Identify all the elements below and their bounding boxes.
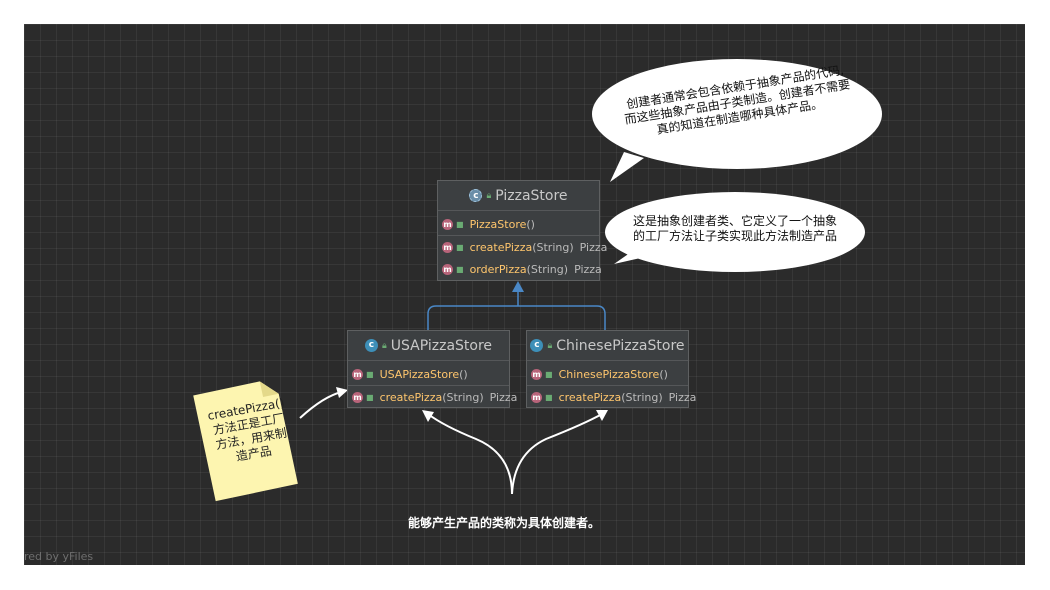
method-name: PizzaStore bbox=[469, 217, 527, 231]
connector-layer bbox=[193, 59, 882, 502]
member-row[interactable]: m ■ createPizza(String) Pizza bbox=[348, 386, 517, 408]
method-params: () bbox=[526, 217, 535, 231]
caption-arrowhead-right bbox=[596, 410, 608, 421]
public-visibility-icon: ■ bbox=[366, 369, 374, 379]
right-speech-bubble bbox=[605, 192, 865, 272]
method-name: orderPizza bbox=[469, 262, 527, 276]
caption-arrowhead-left bbox=[422, 410, 434, 422]
inheritance-edge-usa bbox=[427, 305, 518, 330]
method-params: (String) bbox=[621, 390, 663, 404]
method-icon: m bbox=[352, 391, 363, 403]
method-params: (String) bbox=[442, 390, 484, 404]
public-visibility-icon: ■ bbox=[545, 369, 553, 379]
public-visibility-icon: ■ bbox=[456, 219, 464, 229]
member-row[interactable]: m ■ orderPizza(String) Pizza bbox=[438, 258, 602, 280]
right-bubble-line: 的工厂方法让子类实现此方法制造产品 bbox=[632, 229, 837, 243]
class-pizzastore[interactable]: c 🔒︎ PizzaStore m ■ PizzaStore() m ■ cre… bbox=[437, 180, 607, 281]
class-pizzastore-header: c 🔒︎ PizzaStore bbox=[438, 181, 599, 211]
method-return-type: Pizza bbox=[668, 390, 697, 404]
method-icon: m bbox=[352, 368, 363, 380]
class-name: USAPizzaStore bbox=[390, 337, 493, 354]
method-icon: m bbox=[442, 218, 453, 230]
public-visibility-icon: ■ bbox=[366, 392, 374, 402]
method-return-type: Pizza bbox=[579, 240, 608, 254]
sticky-note bbox=[193, 381, 298, 502]
note-arrowhead bbox=[336, 387, 348, 398]
class-chinesepizzastore-header: c 🔒︎ ChinesePizzaStore bbox=[527, 331, 688, 361]
method-icon: m bbox=[442, 263, 453, 275]
member-row[interactable]: m ■ ChinesePizzaStore() bbox=[527, 363, 688, 386]
caption-arrow-right bbox=[511, 413, 603, 495]
class-icon: c bbox=[530, 339, 544, 352]
caption-arrow-left bbox=[427, 413, 513, 495]
method-params: (String) bbox=[526, 262, 569, 276]
inheritance-arrowhead bbox=[512, 281, 524, 292]
method-params: (String) bbox=[532, 240, 574, 254]
method-icon: m bbox=[531, 391, 542, 403]
class-icon: c bbox=[364, 339, 378, 352]
method-name: createPizza bbox=[558, 390, 622, 404]
method-params: () bbox=[459, 367, 468, 381]
method-params: () bbox=[659, 367, 668, 381]
visibility-icon: 🔒︎ bbox=[381, 340, 387, 351]
right-bubble-line: 这是抽象创建者类、它定义了一个抽象 bbox=[632, 214, 837, 228]
public-visibility-icon: ■ bbox=[456, 242, 464, 252]
method-return-type: Pizza bbox=[574, 262, 602, 276]
note-arrow bbox=[299, 391, 343, 419]
caption-text: 能够产生产品的类称为具体创建者。 bbox=[408, 516, 601, 530]
class-name: PizzaStore bbox=[495, 187, 568, 204]
public-visibility-icon: ■ bbox=[545, 392, 553, 402]
method-name: createPizza bbox=[379, 390, 443, 404]
method-name: createPizza bbox=[469, 240, 533, 254]
method-return-type: Pizza bbox=[489, 390, 518, 404]
abstract-class-icon: c bbox=[469, 189, 483, 202]
class-usapizzastore[interactable]: c 🔒︎ USAPizzaStore m ■ USAPizzaStore() m… bbox=[347, 330, 517, 408]
inheritance-edge-chinese bbox=[518, 305, 606, 330]
method-name: ChinesePizzaStore bbox=[558, 367, 660, 381]
method-icon: m bbox=[531, 368, 542, 380]
method-name: USAPizzaStore bbox=[379, 367, 460, 381]
public-visibility-icon: ■ bbox=[456, 264, 464, 274]
yfiles-watermark: red by yFiles bbox=[24, 550, 94, 563]
member-row[interactable]: m ■ createPizza(String) Pizza bbox=[438, 236, 607, 258]
diagram-canvas: c 🔒︎ PizzaStore m ■ PizzaStore() m ■ cre… bbox=[24, 24, 1025, 565]
visibility-icon: 🔒︎ bbox=[547, 340, 553, 351]
right-bubble-text: 这是抽象创建者类、它定义了一个抽象 的工厂方法让子类实现此方法制造产品 bbox=[612, 214, 858, 244]
class-usapizzastore-header: c 🔒︎ USAPizzaStore bbox=[348, 331, 509, 361]
top-speech-bubble bbox=[592, 59, 882, 182]
member-row[interactable]: m ■ PizzaStore() bbox=[438, 213, 599, 236]
method-icon: m bbox=[442, 241, 453, 253]
class-chinesepizzastore[interactable]: c 🔒︎ ChinesePizzaStore m ■ ChinesePizzaS… bbox=[526, 330, 696, 408]
class-name: ChinesePizzaStore bbox=[556, 337, 685, 354]
visibility-icon: 🔒︎ bbox=[486, 190, 492, 201]
member-row[interactable]: m ■ createPizza(String) Pizza bbox=[527, 386, 696, 408]
member-row[interactable]: m ■ USAPizzaStore() bbox=[348, 363, 509, 386]
